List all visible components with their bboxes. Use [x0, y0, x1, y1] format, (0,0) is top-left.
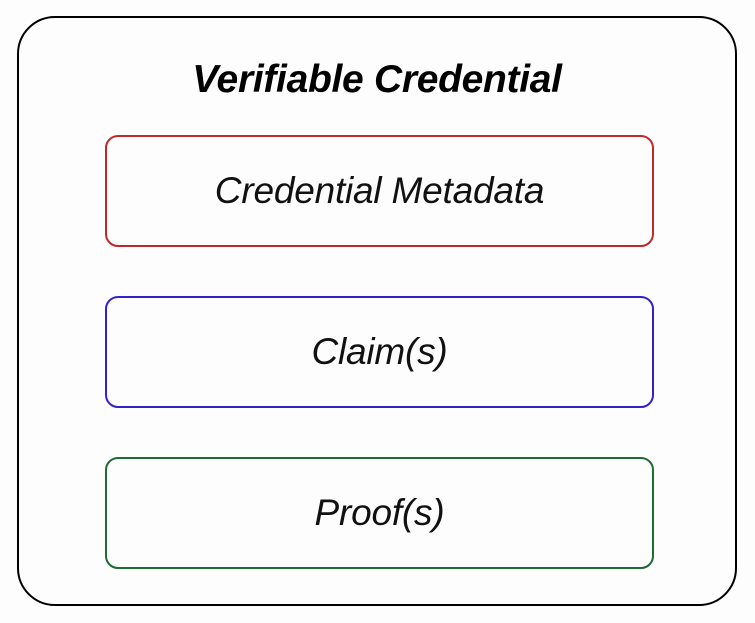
section-claims: Claim(s): [105, 296, 654, 408]
section-claims-label: Claim(s): [311, 330, 448, 372]
section-proofs: Proof(s): [105, 457, 654, 569]
section-proofs-label: Proof(s): [314, 491, 445, 533]
verifiable-credential-container: Verifiable Credential Credential Metadat…: [17, 16, 737, 606]
section-credential-metadata-label: Credential Metadata: [214, 169, 545, 211]
section-credential-metadata: Credential Metadata: [105, 135, 654, 247]
diagram-title: Verifiable Credential: [192, 58, 562, 101]
